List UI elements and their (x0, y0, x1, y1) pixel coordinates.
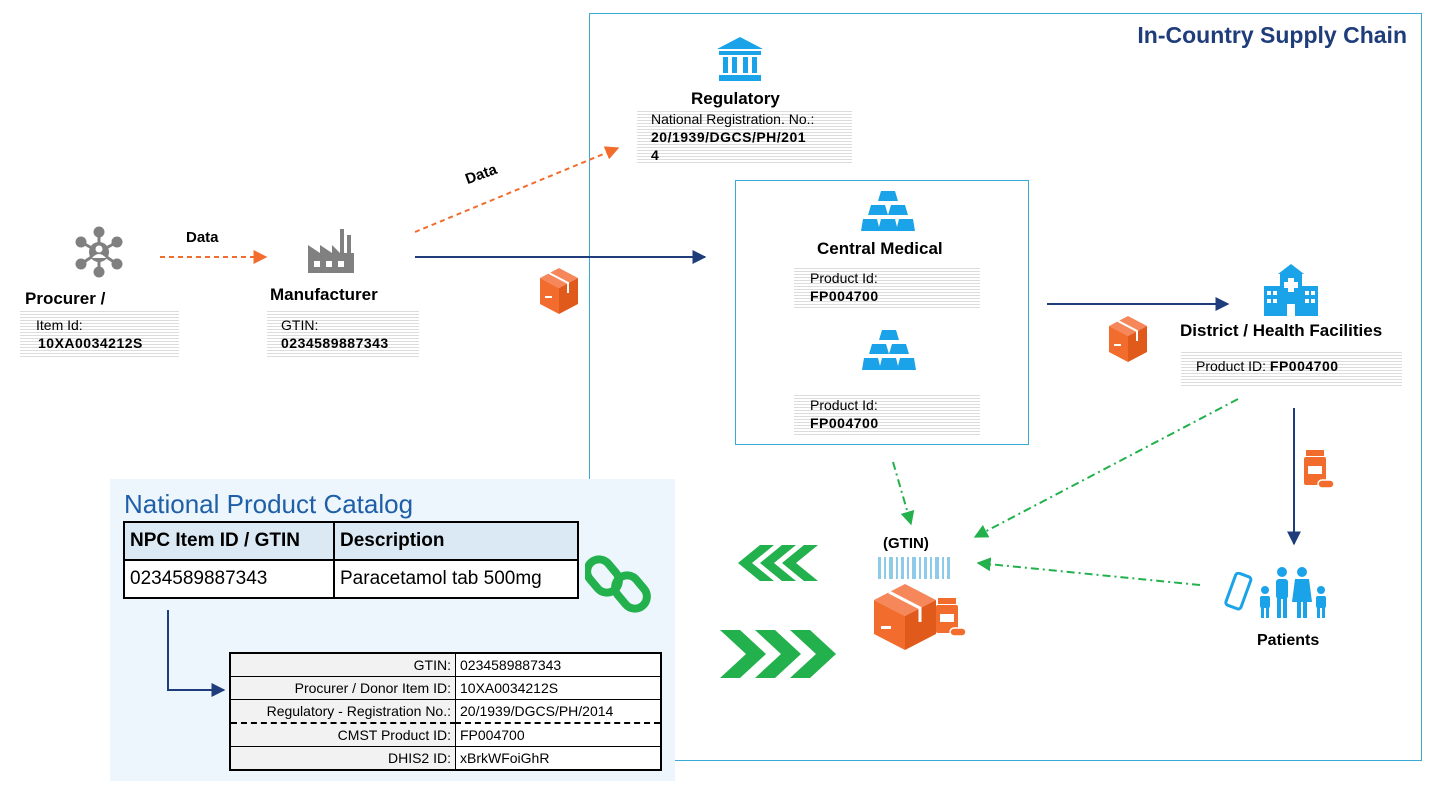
npc-row-desc: Paracetamol tab 500mg (333, 559, 579, 599)
cms-field-1-label: Product Id: (810, 270, 878, 286)
district-title: District / Health Facilities (1180, 321, 1383, 340)
procurer-field-value: 10XA0034212S (38, 335, 143, 351)
npc-col1-header: NPC Item ID / GTIN (123, 521, 335, 561)
bank-icon (717, 37, 763, 81)
procurer-field: Item Id: 10XA0034212S (20, 309, 179, 357)
medicine-icon (1304, 450, 1335, 489)
detail-row-value: FP004700 (455, 722, 662, 747)
barcode-icon (878, 557, 950, 579)
npc-header-row: NPC Item ID / GTIN Description (123, 521, 579, 561)
cms-title: Central Medical (817, 239, 943, 258)
regulatory-field: National Registration. No.: 20/1939/DGCS… (637, 109, 852, 164)
detail-row-value: 10XA0034212S (455, 676, 662, 700)
factory-icon (308, 229, 354, 273)
feedback-arrow-patients (976, 557, 1201, 586)
npc-detail-connector (167, 610, 226, 697)
detail-row: Regulatory - Registration No.:20/1939/DG… (229, 699, 662, 724)
chevrons-left-icon (738, 545, 818, 581)
cms-field-2-label: Product Id: (810, 397, 878, 413)
feedback-arrow-cms (892, 461, 915, 526)
detail-row-key: GTIN: (229, 652, 456, 677)
npc-row-id: 0234589887343 (123, 559, 335, 599)
procurer-field-label: Item Id: (36, 317, 83, 333)
regulatory-value-line1: 20/1939/DGCS/PH/201 (651, 129, 807, 145)
detail-row-value: 0234589887343 (455, 652, 662, 677)
phone-icon (1224, 572, 1253, 611)
gtin-label: (GTIN) (883, 535, 929, 552)
regulatory-title: Regulatory (691, 89, 780, 108)
detail-row-value: 20/1939/DGCS/PH/2014 (455, 699, 662, 724)
cms-field-1: Product Id: FP004700 (794, 266, 980, 308)
network-icon (75, 226, 123, 278)
family-icon (1260, 567, 1326, 618)
manufacturer-title: Manufacturer (270, 285, 378, 304)
district-field: Product ID: FP004700 (1181, 350, 1402, 386)
gold-stack-icon (861, 191, 915, 231)
npc-col2-header: Description (333, 521, 579, 561)
supply-chain-frame (589, 13, 1422, 761)
detail-row-key: Procurer / Donor Item ID: (229, 676, 456, 700)
cms-field-1-value: FP004700 (810, 288, 879, 304)
detail-row-key: Regulatory - Registration No.: (229, 699, 456, 724)
district-field-label: Product ID: (1196, 358, 1267, 374)
chevrons-right-icon (720, 630, 836, 678)
detail-row: DHIS2 ID:xBrkWFoiGhR (229, 746, 662, 771)
npc-title: National Product Catalog (124, 489, 414, 519)
procurer-title: Procurer / (25, 289, 106, 308)
box-icon (540, 268, 578, 314)
detail-row: Procurer / Donor Item ID:10XA0034212S (229, 676, 662, 700)
district-field-value: FP004700 (1269, 358, 1339, 374)
npc-data-row: 0234589887343 Paracetamol tab 500mg (123, 559, 579, 599)
detail-row: CMST Product ID:FP004700 (229, 722, 662, 747)
cms-field-2-value: FP004700 (810, 415, 879, 431)
manufacturer-field: GTIN: 0234589887343 (267, 309, 419, 357)
data-arrow-regulatory (414, 146, 620, 233)
detail-row-key: DHIS2 ID: (229, 746, 456, 771)
detail-row: GTIN:0234589887343 (229, 652, 662, 677)
npc-table: NPC Item ID / GTIN Description 023458988… (123, 521, 579, 599)
data-label-procurer: Data (186, 229, 219, 246)
box-icon-2 (1109, 316, 1147, 362)
link-icon (585, 555, 651, 613)
detail-row-value: xBrkWFoiGhR (455, 746, 662, 771)
medicine-icon-hub (936, 598, 967, 637)
box-icon-hub (874, 584, 936, 650)
regulatory-field-label: National Registration. No.: (651, 111, 815, 127)
supply-chain-title: In-Country Supply Chain (1137, 22, 1407, 48)
hospital-icon (1264, 264, 1318, 316)
cms-field-2: Product Id: FP004700 (794, 393, 980, 435)
regulatory-value-line2: 4 (651, 147, 659, 163)
manufacturer-field-value: 0234589887343 (281, 335, 389, 351)
manufacturer-field-label: GTIN: (281, 317, 319, 333)
detail-row-key: CMST Product ID: (229, 722, 456, 747)
gold-stack-icon-2 (862, 330, 916, 370)
patients-label: Patients (1257, 632, 1320, 649)
feedback-arrow-district (973, 398, 1239, 538)
